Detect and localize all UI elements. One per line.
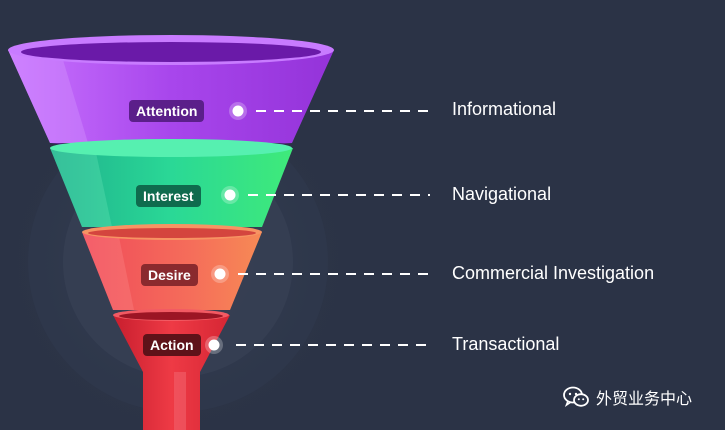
stage-label-action: Action — [143, 334, 201, 356]
funnel-section-attention — [8, 35, 334, 153]
wechat-icon — [563, 386, 589, 408]
connector-attention — [229, 102, 430, 120]
connector-desire — [211, 265, 430, 283]
stage-label-interest: Interest — [136, 185, 201, 207]
connector-interest — [221, 186, 430, 204]
funnel-section-action — [113, 309, 230, 430]
watermark: 外贸业务中心 — [563, 385, 692, 409]
mapping-label-navigational: Navigational — [452, 184, 552, 204]
mapping-label-transactional: Transactional — [452, 334, 560, 354]
connector-action — [205, 336, 430, 354]
funnel-section-interest — [50, 139, 293, 227]
watermark-text: 外贸业务中心 — [596, 389, 693, 408]
stage-label-desire: Desire — [141, 264, 198, 286]
mapping-label-commercial-investigation: Commercial Investigation — [452, 263, 655, 283]
stage-label-attention: Attention — [129, 100, 205, 122]
mapping-label-informational: Informational — [452, 99, 557, 119]
